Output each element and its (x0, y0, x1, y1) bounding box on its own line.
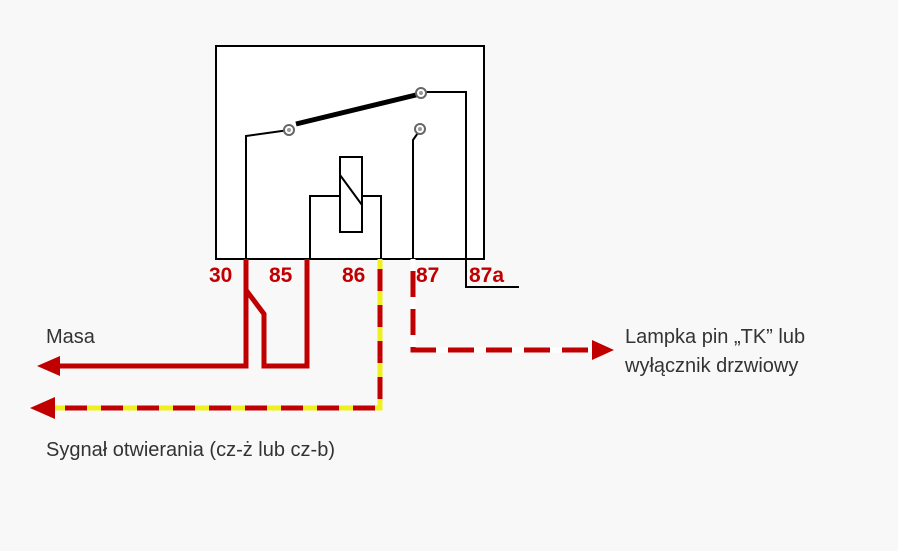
relay-switch-arm (295, 91, 421, 127)
ground-wire (60, 259, 310, 369)
lamp-caption-line2: wyłącznik drzwiowy (625, 355, 799, 377)
arrow-left-icon (37, 356, 60, 376)
lamp-caption-line1: Lampka pin „TK” lub (625, 326, 806, 348)
arrow-left-icon (30, 397, 55, 419)
pin-label-85: 85 (269, 264, 293, 287)
pin87a-internal-wire (424, 91, 519, 288)
lamp-wire (410, 259, 595, 353)
signal-wire (55, 259, 383, 411)
signal-caption: Sygnał otwierania (cz-ż lub cz-b) (46, 439, 335, 461)
pin-label-87: 87 (416, 264, 439, 287)
pin-labels: 30 85 86 87 87a (209, 264, 504, 287)
pin-label-30: 30 (209, 264, 232, 287)
relay-contact-icon (283, 87, 427, 136)
pin30-internal-wire (245, 129, 290, 259)
relay-coil-icon (309, 156, 382, 259)
pin-label-86: 86 (342, 264, 365, 287)
ground-caption: Masa (46, 326, 95, 348)
arrow-right-icon (592, 340, 614, 360)
pin-label-87a: 87a (469, 264, 504, 287)
